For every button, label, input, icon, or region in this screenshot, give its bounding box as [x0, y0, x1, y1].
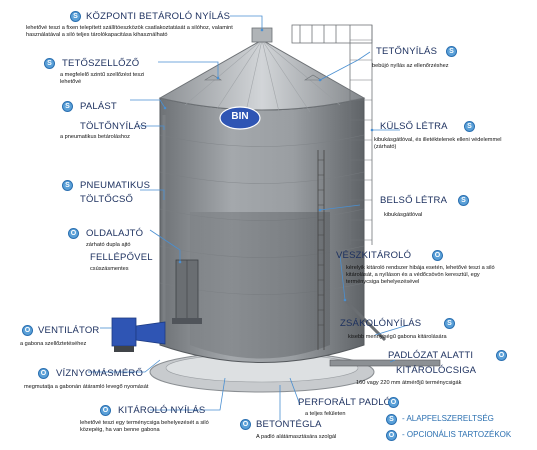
desc-kitarolocsiga: 160 vagy 220 mm átmérőjű terménycsigák: [356, 380, 462, 386]
label-belso-letra: BELSŐ LÉTRA: [380, 195, 448, 206]
logo-oval: [219, 106, 261, 130]
label-viznyomasmero: VÍZNYOMÁSMÉRŐ: [56, 368, 144, 379]
badge-kozponti: S: [70, 11, 81, 22]
badge-ventilator: O: [22, 325, 33, 336]
label-palast: PALÁST: [80, 101, 117, 112]
label-pneumatikus: PNEUMATIKUS: [80, 180, 151, 191]
badge-belso-letra: S: [458, 195, 469, 206]
desc-kitarolo-nyilas: lehetővé teszi egy terménycsiga behelyez…: [80, 420, 209, 433]
legend-badge-o: O: [386, 430, 397, 441]
label-betontegla: BETONTÉGLA: [256, 419, 322, 430]
desc-belso-letra: kibukásgátlóval: [384, 212, 423, 218]
desc-kozponti-betarolo: lehetővé teszi a fixen telepített szállí…: [26, 25, 233, 38]
external-ladder-shape: [291, 24, 373, 245]
desc-tetonyilas: bebújó nyílás az ellenőrzéshez: [372, 63, 449, 69]
silo-roof: [158, 39, 366, 111]
badge-oldalajto: O: [68, 228, 79, 239]
label-toltonyilas: TÖLTŐNYÍLÁS: [80, 121, 147, 132]
label-ventilator: VENTILÁTOR: [38, 325, 100, 336]
label-kozponti-betarolo: KÖZPONTI BETÁROLÓ NYÍLÁS: [86, 11, 231, 22]
desc-betontegla: A padló alátámasztására szolgál: [256, 434, 337, 440]
auger-shape: [329, 359, 441, 367]
badge-pneumatikus: S: [62, 180, 73, 191]
label-veszkitarolo: VÉSZKITÁROLÓ: [336, 250, 412, 261]
badge-tetoszellozo: S: [44, 58, 55, 69]
label-padlozat-alatti: PADLÓZAT ALATTI: [388, 350, 474, 361]
label-tetoszellozo: TETŐSZELLŐZŐ: [62, 58, 140, 69]
desc-zsakolonyilas: kisebb mennyiségű gabona kitárolására: [348, 334, 447, 340]
label-toltocso: TÖLTŐCSŐ: [80, 194, 134, 205]
internal-ladder-shape: [317, 150, 325, 350]
badge-palast: S: [62, 101, 73, 112]
badge-kulso-letra: S: [464, 121, 475, 132]
desc-kulso-letra: kibukásgátlóval, és illetéktelenek ellen…: [374, 137, 502, 150]
label-oldalajto: OLDALAJTÓ: [86, 228, 144, 239]
badge-kitarolo-nyilas: O: [100, 405, 111, 416]
badge-veszkitarolo: O: [432, 250, 443, 261]
legend-opcionalis: - OPCIONÁLIS TARTOZÉKOK: [402, 430, 512, 439]
legend-alapfelszereltseg: - ALAPFELSZERELTSÉG: [402, 414, 494, 423]
desc-perforalt-padlo: a teljes felületen: [305, 411, 346, 417]
fan-shape: [111, 317, 166, 352]
label-kitarolocsiga: KITÁROLÓCSIGA: [396, 365, 477, 376]
label-kitarolo-nyilas: KITÁROLÓ NYÍLÁS: [118, 405, 206, 416]
desc-viznyomasmero: megmutatja a gabonán átáramló levegő nyo…: [24, 384, 149, 390]
desc-toltonyilas: a pneumatikus betároláshoz: [60, 134, 130, 140]
label-perforalt-padlo: PERFORÁLT PADLÓ: [298, 397, 392, 408]
badge-zsakolonyilas: S: [444, 318, 455, 329]
badge-perforalt-padlo: O: [388, 397, 399, 408]
desc-tetoszellozo: a megfelelő szintű szellőzést teszi lehe…: [60, 72, 145, 85]
label-kulso-letra: KÜLSŐ LÉTRA: [380, 121, 448, 132]
silo-cutaway: [190, 212, 330, 359]
desc-fellepovel: csúszásmentes: [90, 266, 129, 272]
legend-badge-s: S: [386, 414, 397, 425]
bin-logo: BIN: [231, 111, 249, 122]
badge-betontegla: O: [240, 419, 251, 430]
label-zsakolonyilas: ZSÁKOLÓNYÍLÁS: [340, 318, 422, 329]
badge-tetonyilas: S: [446, 46, 457, 57]
desc-veszkitarolo: kérelyik kitároló rendszer hibája esetén…: [346, 265, 495, 285]
label-tetonyilas: TETŐNYÍLÁS: [376, 46, 438, 57]
desc-ventilator: a gabona szellőztetéséhez: [20, 341, 87, 347]
desc-oldalajto: zárható dupla ajtó: [86, 242, 131, 248]
badge-padlozat-alatti: O: [496, 350, 507, 361]
label-fellepovel: FELLÉPŐVEL: [90, 252, 153, 263]
badge-viznyomasmero: O: [38, 368, 49, 379]
